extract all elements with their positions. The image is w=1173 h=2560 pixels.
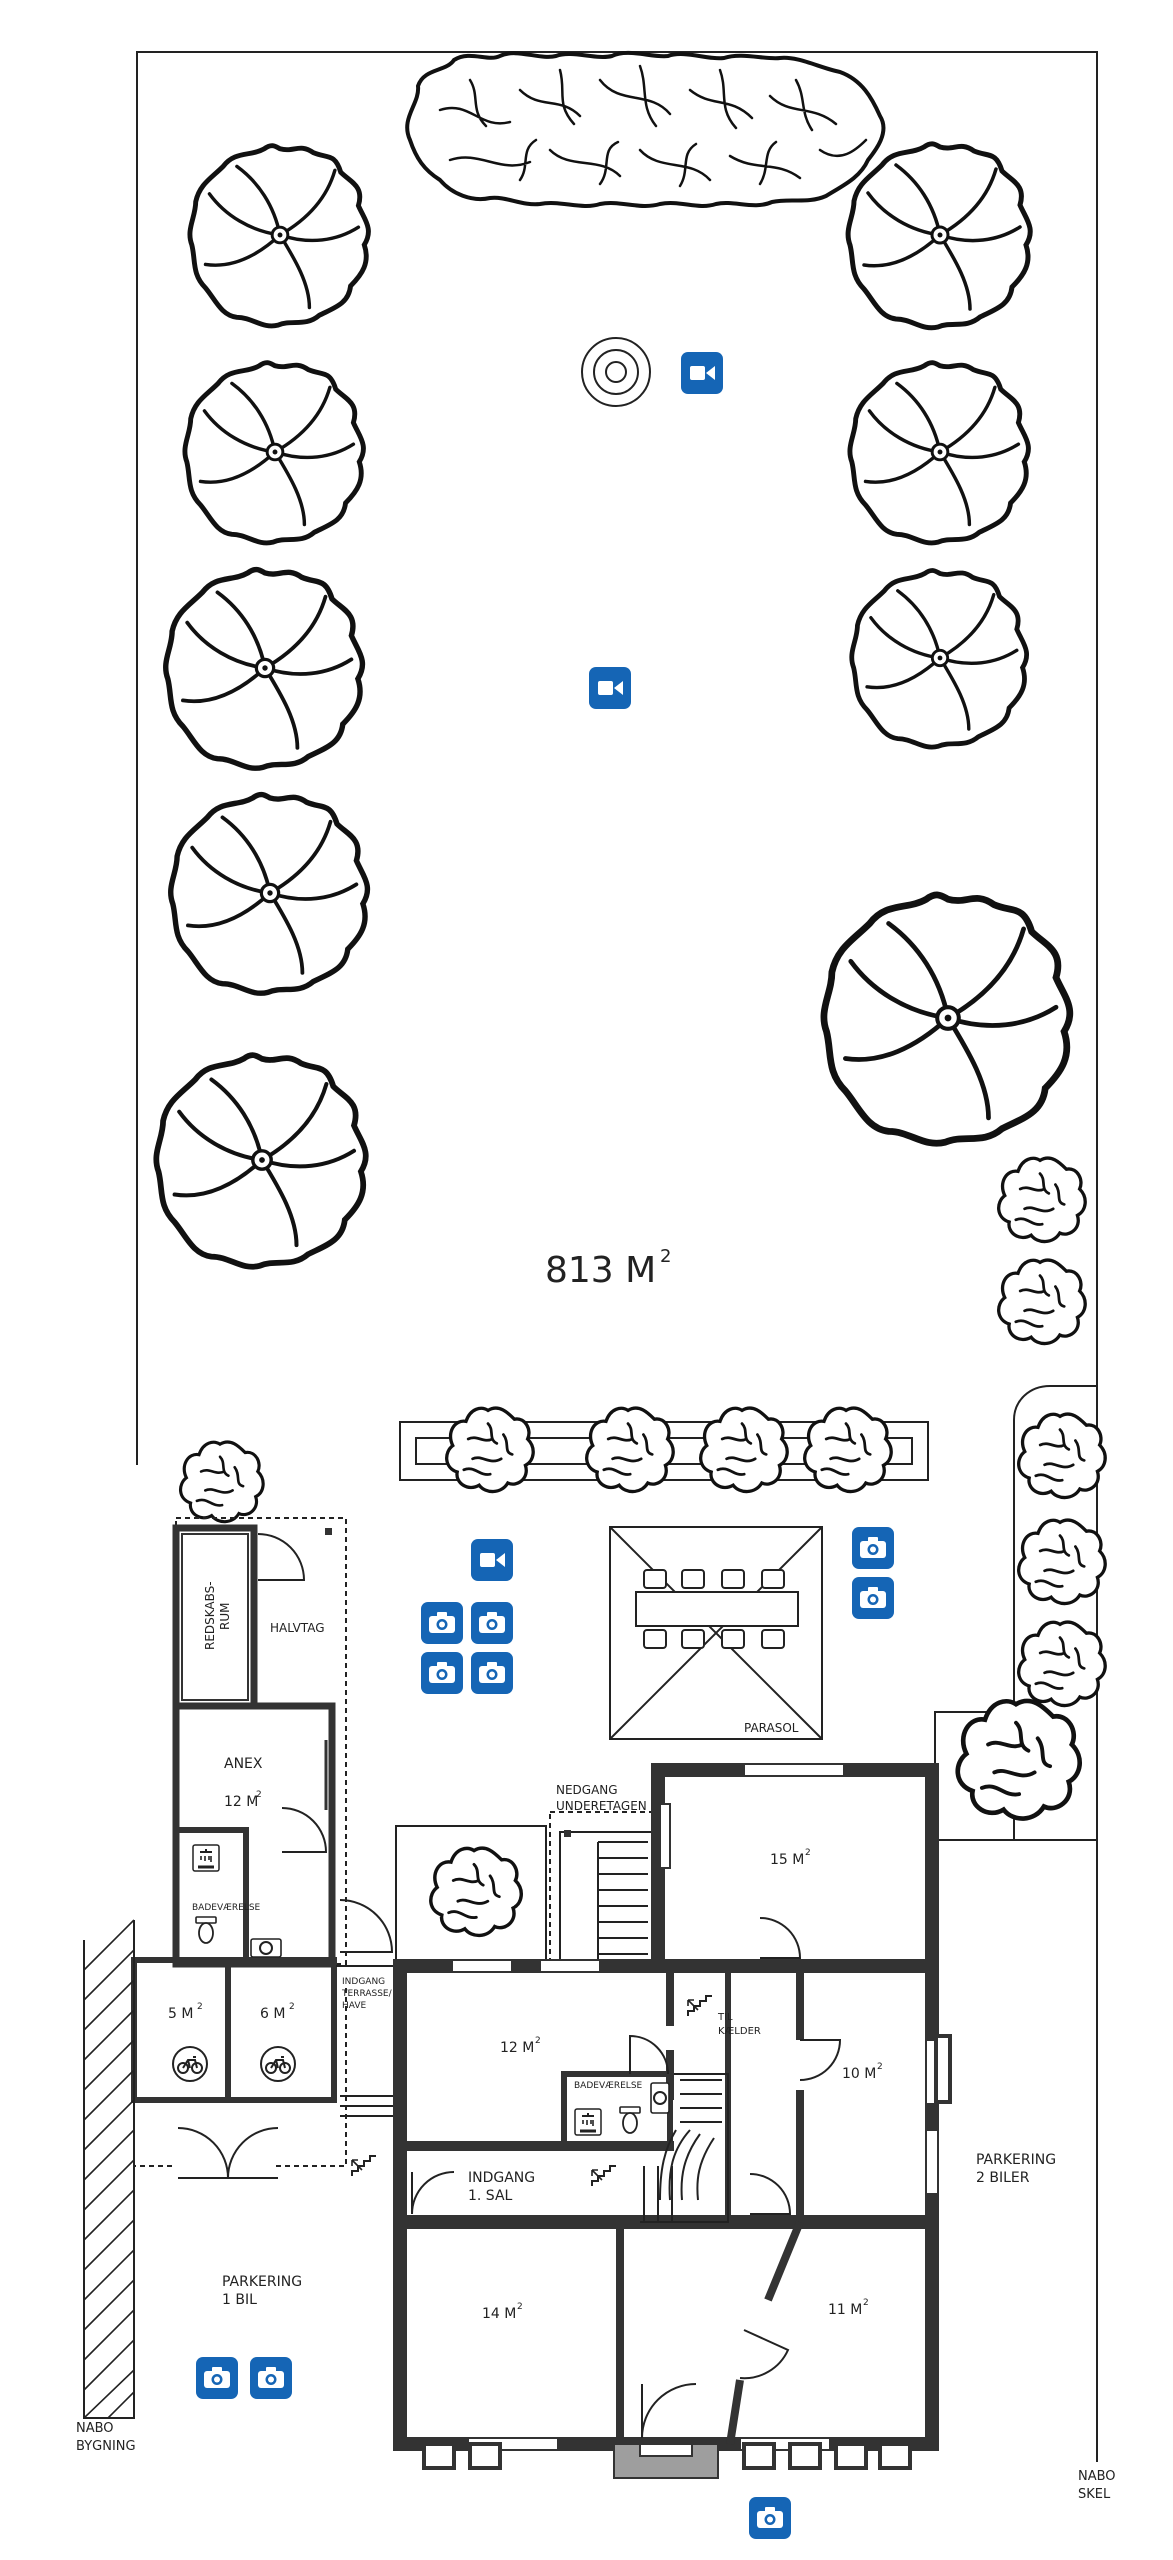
parkering-1bil-2: 1 BIL: [222, 2292, 257, 2308]
total-area-label: 813 M: [545, 1250, 656, 1291]
washing-machine-icon: [650, 2082, 670, 2114]
stairs-icon: [687, 1995, 713, 2017]
sup: 2: [877, 2062, 883, 2072]
sup: 2: [256, 1790, 262, 1800]
tree: [166, 570, 363, 769]
photo-camera-icon[interactable]: [421, 1652, 463, 1694]
washing-machine-icon: [250, 1938, 282, 1958]
nedgang-stairs: [549, 1811, 659, 1965]
bike-room-2-area: 6 M: [260, 2006, 285, 2022]
room-10-area: 10 M: [842, 2066, 876, 2082]
bush: [803, 1406, 893, 1494]
bush: [1017, 1620, 1107, 1708]
tree: [171, 795, 368, 994]
bush: [958, 1701, 1080, 1819]
planter-right: [1013, 1385, 1097, 1840]
tree: [185, 363, 364, 543]
photo-camera-icon[interactable]: [196, 2357, 238, 2399]
room-14-area: 14 M: [482, 2306, 516, 2322]
bush: [585, 1406, 675, 1494]
bush: [1017, 1412, 1107, 1500]
video-camera-icon[interactable]: [589, 667, 631, 709]
bush: [445, 1406, 535, 1494]
toilet-icon: [619, 2106, 641, 2134]
room-12-area: 12 M: [500, 2040, 534, 2056]
parkering-2biler-2: 2 BILER: [976, 2170, 1030, 2186]
anex-label: ANEX: [224, 1756, 263, 1772]
bicycle-icon: [260, 2046, 296, 2082]
sup: 2: [197, 2002, 203, 2012]
photo-camera-icon[interactable]: [471, 1652, 513, 1694]
nabo-skel-2: SKEL: [1078, 2487, 1111, 2502]
badevaerelse-anex-label: BADEVÆRELSE: [192, 1903, 261, 1913]
lot-boundary: [136, 51, 1098, 2462]
nabo-bygning-2: BYGNING: [76, 2439, 136, 2454]
redskabsrum-label-1: REDSKABS-: [203, 1581, 217, 1650]
parkering-2biler-1: PARKERING: [976, 2152, 1056, 2168]
fountain: [581, 337, 651, 407]
main-house: [393, 1763, 952, 2479]
photo-camera-icon[interactable]: [749, 2497, 791, 2539]
halvtag-label: HALVTAG: [270, 1621, 325, 1635]
sup: 2: [517, 2302, 523, 2312]
bush: [699, 1406, 789, 1494]
tree: [848, 144, 1030, 328]
video-camera-icon[interactable]: [471, 1539, 513, 1581]
indgang-terrasse-1: INDGANG: [342, 1977, 385, 1987]
til-kaelder-2: KÆLDER: [718, 2026, 761, 2037]
bike-room-1-area: 5 M: [168, 2006, 193, 2022]
bush: [997, 1258, 1087, 1346]
photo-camera-icon[interactable]: [852, 1577, 894, 1619]
parasol-table: [609, 1526, 823, 1740]
photo-camera-icon[interactable]: [852, 1527, 894, 1569]
toilet-icon: [195, 1916, 217, 1944]
sup: 2: [535, 2036, 541, 2046]
photo-camera-icon[interactable]: [250, 2357, 292, 2399]
nedgang-label-2: UNDERETAGEN: [556, 1799, 647, 1813]
bush: [429, 1846, 523, 1938]
badevaerelse-main-label: BADEVÆRELSE: [574, 2081, 643, 2091]
room-11-area: 11 M: [828, 2302, 862, 2318]
parasol-label: PARASOL: [744, 1721, 799, 1735]
indgang-1sal-1: INDGANG: [468, 2170, 535, 2186]
bush: [1017, 1518, 1107, 1606]
sup: 2: [289, 2002, 295, 2012]
nabo-bygning-1: NABO: [76, 2421, 114, 2436]
tree: [156, 1055, 365, 1267]
til-kaelder-1: TIL: [717, 2012, 733, 2023]
indgang-1sal-2: 1. SAL: [468, 2188, 513, 2204]
shower-icon: [191, 1843, 221, 1873]
hedge: [405, 50, 886, 208]
room-15-area: 15 M: [770, 1852, 804, 1868]
anex-area: 12 M: [224, 1794, 258, 1810]
tree: [852, 570, 1027, 747]
bicycle-icon: [172, 2046, 208, 2082]
redskabsrum-label-2: RUM: [218, 1603, 232, 1630]
sup: 2: [863, 2298, 869, 2308]
photo-camera-icon[interactable]: [421, 1602, 463, 1644]
video-camera-icon[interactable]: [681, 352, 723, 394]
tree: [824, 895, 1070, 1143]
anex-building: [131, 1517, 347, 2179]
bush: [997, 1156, 1087, 1244]
tree: [850, 363, 1029, 543]
stairs-icon: [591, 2165, 617, 2187]
indgang-terrasse-3: HAVE: [342, 2001, 367, 2011]
stairs-icon: [351, 2155, 377, 2177]
parkering-1bil-1: PARKERING: [222, 2274, 302, 2290]
sup: 2: [805, 1848, 811, 1858]
indgang-terrasse-2: TERRASSE/: [341, 1989, 393, 1999]
tree: [190, 146, 369, 326]
total-area-sup: 2: [660, 1246, 671, 1267]
nabo-skel-1: NABO: [1078, 2469, 1116, 2484]
shower-icon: [573, 2107, 603, 2137]
photo-camera-icon[interactable]: [471, 1602, 513, 1644]
nedgang-label-1: NEDGANG: [556, 1783, 618, 1797]
neighbor-building: [83, 1919, 135, 2419]
bush: [178, 1440, 265, 1524]
